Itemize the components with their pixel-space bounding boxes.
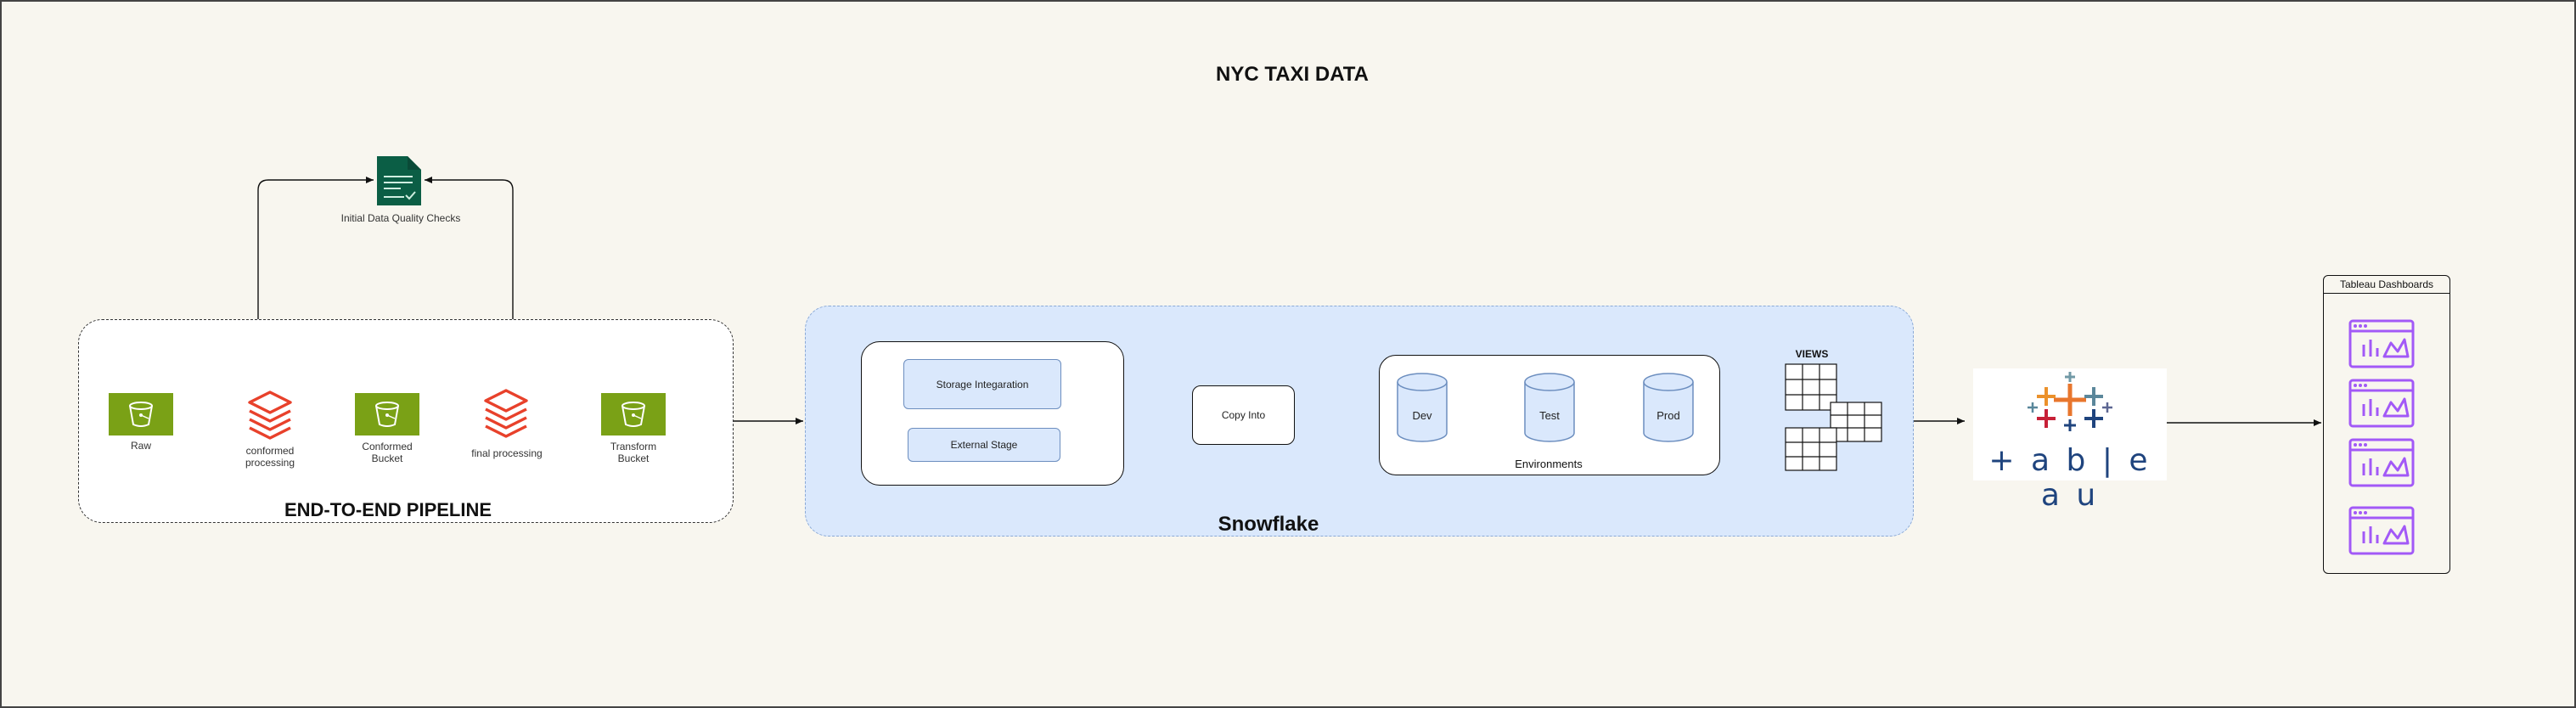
edge-conformed-to-quality (257, 177, 374, 389)
tableau-dashboards-header (2323, 275, 2450, 294)
conformed-bucket (355, 393, 419, 435)
diagram-title: NYC TAXI DATA (1216, 63, 1369, 86)
tableau-dashboards-panel (2323, 275, 2450, 574)
quality-check-label: Initial Data Quality Checks (340, 212, 461, 224)
final-processing-databricks-icon (482, 387, 530, 442)
transform-bucket-label: Transform Bucket (610, 441, 657, 464)
raw-label: Raw (130, 440, 151, 452)
s3-bucket-icon (622, 402, 645, 427)
storage-integration-box[interactable]: Storage Integaration (903, 359, 1061, 409)
database-cylinder-icon (1524, 373, 1575, 442)
dashboard-icon[interactable] (2348, 438, 2415, 492)
copy-into-label: Copy Into (1221, 409, 1266, 421)
dev-label: Dev (1412, 409, 1432, 422)
dashboard-icon[interactable] (2348, 379, 2415, 432)
s3-bucket-icon (129, 402, 153, 427)
final-processing-label: final processing (471, 447, 543, 459)
environments-label: Environments (1515, 458, 1583, 470)
pipeline-group-label: END-TO-END PIPELINE (284, 499, 492, 520)
conformed-processing-label: conformed processing (245, 445, 295, 469)
views-grid-icon (1785, 363, 1883, 476)
conformed-processing-databricks-icon (246, 389, 294, 444)
quality-check-document-icon (375, 155, 423, 211)
tableau-wordmark: + a b | e a u (1988, 443, 2151, 513)
s3-bucket-icon (375, 402, 399, 427)
test-label: Test (1539, 409, 1560, 422)
transform-bucket (601, 393, 666, 435)
dashboard-icon[interactable] (2348, 319, 2415, 373)
tableau-logo: + a b | e a u (1973, 368, 2167, 513)
conformed-bucket-label: Conformed Bucket (362, 441, 413, 464)
dashboard-icon[interactable] (2348, 506, 2415, 559)
database-cylinder-icon (1643, 373, 1694, 442)
copy-into-box[interactable]: Copy Into (1192, 385, 1295, 445)
tableau-cross-icon (2028, 372, 2112, 431)
snowflake-group-label: Snowflake (1218, 513, 1319, 536)
edge-final-to-quality (425, 177, 514, 389)
raw-bucket (109, 393, 173, 435)
views-label: VIEWS (1795, 348, 1829, 360)
tableau-dashboards-label: Tableau Dashboards (2339, 278, 2434, 290)
external-stage-box[interactable]: External Stage (908, 428, 1060, 462)
prod-database: Prod (1642, 372, 1695, 443)
prod-label: Prod (1656, 409, 1680, 422)
database-cylinder-icon (1397, 373, 1448, 442)
dev-database: Dev (1396, 372, 1448, 443)
test-database: Test (1523, 372, 1576, 443)
